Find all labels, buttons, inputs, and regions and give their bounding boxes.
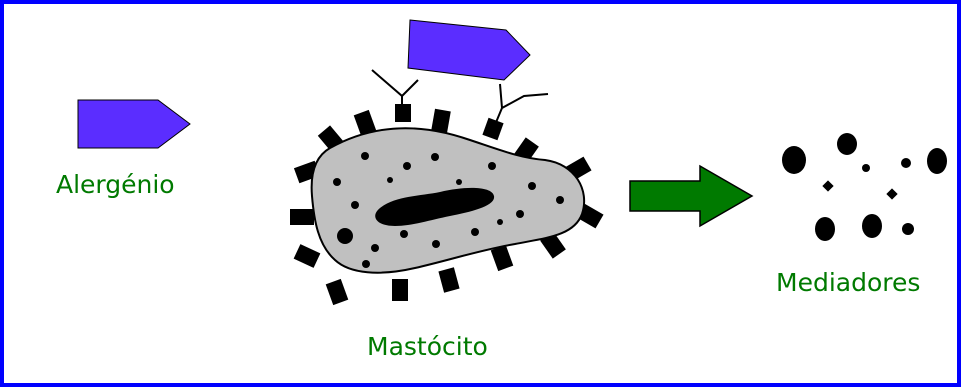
free-allergen-icon — [78, 100, 190, 148]
right-arrow-icon — [630, 166, 752, 226]
mast-cell-label: Mastócito — [367, 332, 488, 362]
mediator-granules — [782, 133, 947, 241]
allergen-label: Alergénio — [56, 170, 175, 200]
mediators-label: Mediadores — [776, 268, 920, 298]
ige-antibody-icon — [372, 70, 548, 132]
bound-allergen-icon — [408, 20, 530, 80]
